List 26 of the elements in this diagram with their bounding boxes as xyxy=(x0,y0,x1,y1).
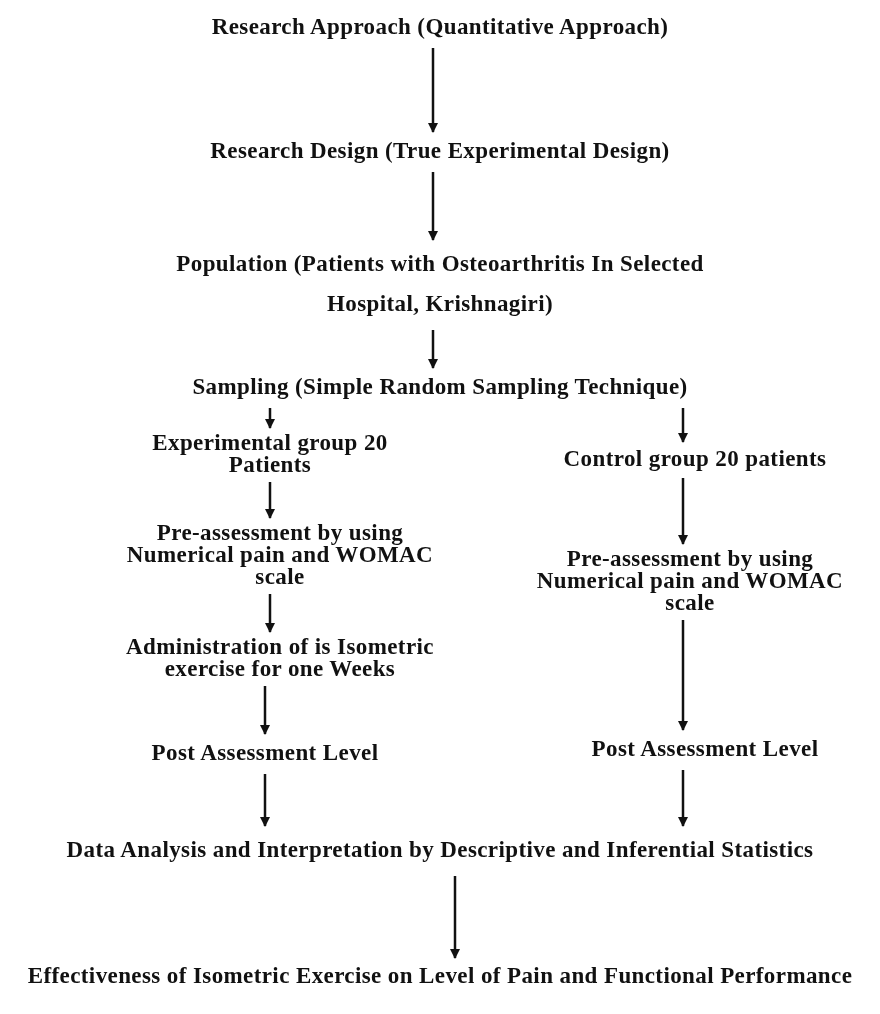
arrow xyxy=(428,172,438,241)
step-text: Sampling (Simple Random Sampling Technique) xyxy=(192,374,688,399)
arrow xyxy=(678,478,688,545)
arrow xyxy=(260,686,270,735)
arrow xyxy=(450,876,460,959)
step-text: Population (Patients with Osteoarthritis In Selected Hospital, Krishnagiri) xyxy=(176,251,704,316)
step-text: Experimental group 20 Patients xyxy=(152,430,388,477)
arrow xyxy=(428,330,438,369)
arrow xyxy=(428,48,438,133)
step-text: Research Approach (Quantitative Approach) xyxy=(211,14,669,39)
step-text: Data Analysis and Interpretation by Descriptive and Inferential Statistics xyxy=(66,837,814,862)
arrow xyxy=(265,482,275,519)
step-text: Pre-assessment by using Numerical pain and WOMAC scale xyxy=(536,546,844,615)
arrow xyxy=(678,408,688,443)
arrow xyxy=(265,408,275,429)
step-text: Post Assessment Level xyxy=(151,740,379,765)
arrow xyxy=(678,620,688,731)
step-text: Effectiveness of Isometric Exercise on Level of Pain and Functional Performance xyxy=(27,963,853,988)
step-text: Research Design (True Experimental Design) xyxy=(210,138,670,163)
arrow xyxy=(265,594,275,633)
step-text: Administration of is Isometric exercise for one Weeks xyxy=(126,634,434,681)
step-text: Pre-assessment by using Numerical pain and WOMAC scale xyxy=(126,520,434,589)
arrow xyxy=(260,774,270,827)
step-text: Post Assessment Level xyxy=(591,736,819,761)
arrow xyxy=(678,770,688,827)
step-text: Control group 20 patients xyxy=(563,446,827,471)
